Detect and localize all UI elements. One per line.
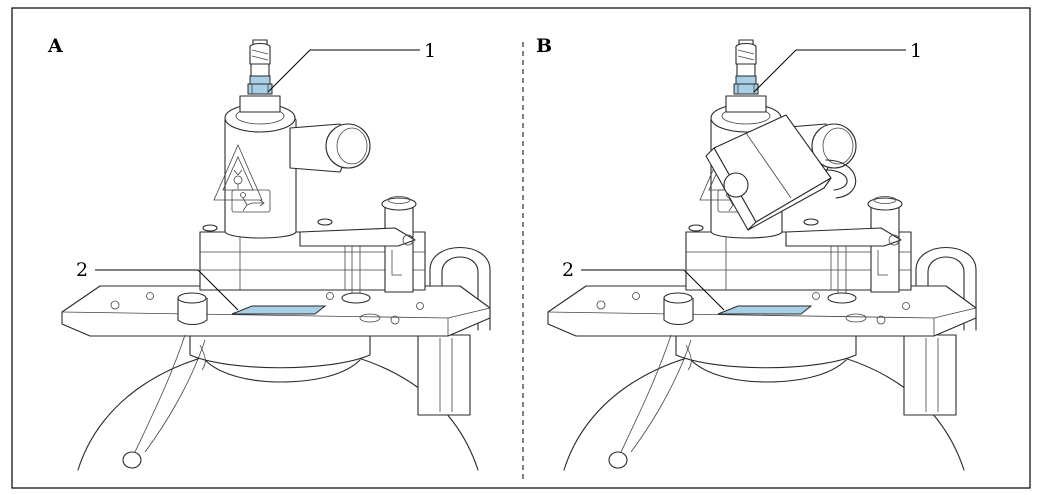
panel-b: B 1 2 [536, 35, 977, 471]
panel-b-label: B [536, 35, 552, 57]
panel-a-label: A [47, 35, 63, 57]
panel-a-device [61, 39, 491, 471]
panel-b-leader-2 [581, 269, 725, 311]
panel-b-callout-2: 2 [562, 259, 574, 281]
panel-b-leader-1 [753, 49, 906, 93]
panel-a-leader-2 [95, 269, 239, 311]
panel-a-callout-1: 1 [424, 40, 436, 62]
panel-b-device [547, 39, 977, 471]
panel-a-leader-1 [267, 49, 420, 93]
panel-a-callout-2: 2 [76, 259, 88, 281]
figure-frame [11, 7, 1031, 489]
panel-a: A 1 2 [47, 35, 491, 471]
panel-b-callout-1: 1 [910, 40, 922, 62]
